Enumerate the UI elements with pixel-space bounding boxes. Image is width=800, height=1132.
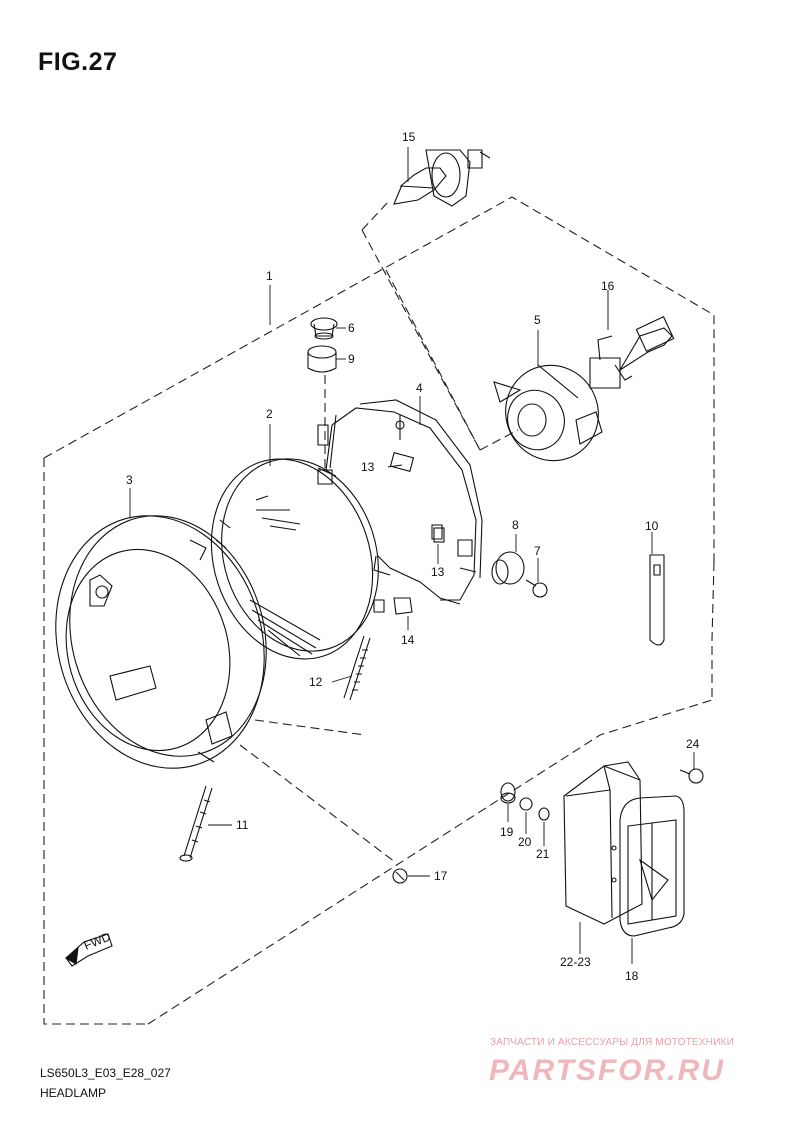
watermark-caption: ЗАПЧАСТИ И АКСЕССУАРЫ ДЛЯ МОТОТЕХНИКИ [490,1037,735,1048]
screw-7 [526,580,547,597]
callout-13-upper: 13 [361,460,375,474]
bulb-connector [590,317,674,388]
assembly-boundary [43,196,715,1025]
headlamp-housing [318,400,482,604]
figure-code: LS650L3_E03_E28_027 [40,1066,171,1080]
leader-lines [129,147,695,964]
headlamp-lens-unit [186,438,402,680]
callout-8: 8 [512,518,519,532]
washer-21 [538,807,550,821]
callout-1: 1 [266,269,273,283]
headlamp-rim [27,491,294,793]
callout-10: 10 [645,519,659,533]
callout-13-lower: 13 [431,565,445,579]
turn-signal-lens [620,796,684,936]
washer-20 [519,797,533,811]
callout-20: 20 [518,835,532,849]
callout-24: 24 [686,737,700,751]
callout-16: 15 [402,130,416,144]
callout-15: 16 [601,279,615,293]
callout-9: 9 [348,352,355,366]
nut-14 [393,597,413,615]
rubber-cushion-9 [308,346,336,372]
clip-upper [389,451,415,473]
callout-17: 17 [434,869,448,883]
callout-18: 18 [625,969,639,983]
callout-11: 11 [236,818,249,832]
figure-title: FIG.27 [38,48,118,76]
callout-2: 2 [266,407,273,421]
clip-lower [433,527,445,543]
rubber-grommet-6 [311,318,337,339]
adjust-screw-11 [180,786,212,861]
svg-text:PARTSFOR.RU: PARTSFOR.RU [489,1054,725,1087]
callout-12: 12 [309,675,323,689]
screw-24 [680,769,703,783]
callout-5: 5 [534,313,541,327]
socket-cover [490,350,614,476]
bracket-strap-10 [649,554,665,646]
screw-17 [393,869,407,883]
figure-name: HEADLAMP [40,1086,107,1100]
callout-21: 21 [536,847,550,861]
rubber-cushion-8 [492,552,524,584]
callout-19: 19 [500,825,514,839]
collar-19 [501,783,515,803]
watermark-logo: PARTSFOR.RU [489,1054,725,1087]
callout-22-23: 22-23 [560,955,591,969]
callout-4: 4 [416,381,423,395]
forward-arrow-icon [65,933,113,967]
turn-signal-housing [564,762,642,924]
adjust-spring-12 [344,636,370,700]
headlight-bulb [394,150,490,206]
callout-6: 6 [348,321,355,335]
callout-3: 3 [126,473,133,487]
callout-7: 7 [534,544,541,558]
callout-14: 14 [401,633,415,647]
